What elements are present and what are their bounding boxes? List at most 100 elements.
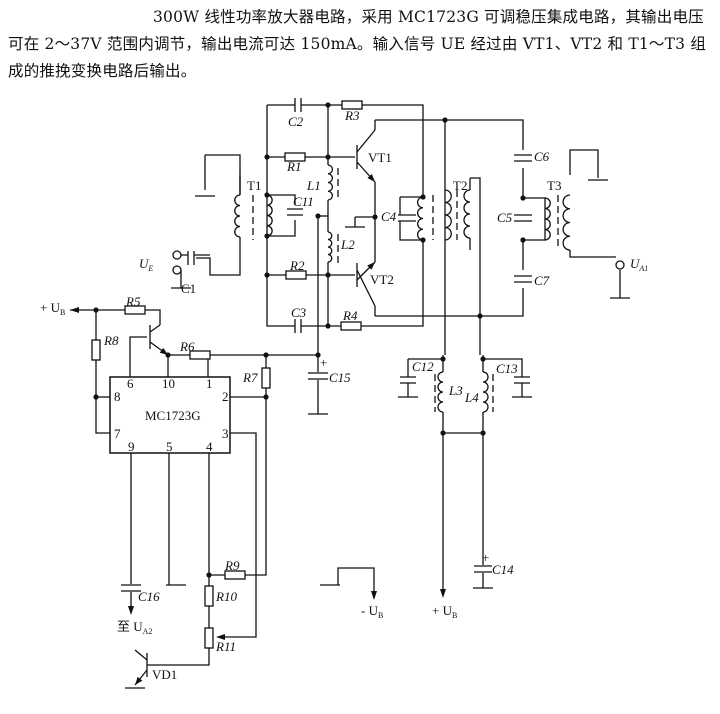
junction-dot: [325, 154, 331, 160]
junction-dot: [325, 323, 331, 329]
wire: [375, 288, 524, 317]
inductor-l3: [437, 371, 444, 413]
resistor-r9: [224, 570, 246, 580]
capacitor-c2: [295, 98, 301, 112]
label-l4: L4: [464, 390, 479, 405]
junction-dot: [440, 430, 446, 436]
wire: [483, 358, 523, 377]
label-c16: C16: [138, 589, 160, 604]
wire: [470, 177, 481, 316]
inductor-l2: [327, 231, 333, 263]
resistor-r10: [204, 585, 214, 607]
label-c4: C4: [381, 209, 397, 224]
label-c15: C15: [329, 370, 351, 385]
wire: [205, 154, 241, 195]
junction-dot: [315, 213, 321, 219]
arrow-plus-ub: [440, 589, 446, 598]
terminal: [172, 265, 182, 275]
resistor-r5: [124, 305, 146, 315]
ic-pin-6: 6: [127, 376, 134, 391]
label-ue: UE: [139, 256, 153, 273]
junction-dot: [442, 117, 448, 123]
label-minus-ub: - UB: [361, 603, 383, 620]
label-r2: R2: [289, 258, 305, 273]
inductor-c5-tank: [544, 197, 551, 241]
label-r10: R10: [215, 589, 237, 604]
ic-pin-2: 2: [222, 389, 229, 404]
wire: [220, 432, 257, 638]
transformer-t1-primary: [234, 194, 241, 238]
ic-mc1723g: [109, 376, 231, 454]
label-r4: R4: [342, 308, 358, 323]
ic-label: MC1723G: [145, 408, 201, 423]
transistor-vt1: [356, 129, 376, 153]
ic-pin-4: 4: [206, 439, 213, 454]
label-c3: C3: [291, 305, 307, 320]
label-c7: C7: [534, 273, 550, 288]
label-r11: R11: [215, 639, 236, 654]
label-c14: C14: [492, 562, 514, 577]
wire: [399, 197, 423, 241]
capacitor-c4: [398, 214, 416, 222]
label-plus-ub-bottom: + UB: [432, 603, 457, 620]
wire: [196, 237, 241, 276]
label-t1: T1: [247, 178, 261, 193]
label-l1: L1: [306, 178, 321, 193]
transformer-t2-primary-b: [444, 189, 452, 241]
capacitor-c13: [514, 377, 530, 383]
label-l3: L3: [448, 383, 463, 398]
transistor-vt2-emitter-arrow: [367, 262, 375, 270]
capacitor-c7: [514, 276, 532, 282]
junction-dot: [440, 356, 446, 362]
resistor-r11: [204, 627, 214, 649]
capacitor-c15: [308, 372, 328, 380]
capacitor-c16: [121, 584, 141, 592]
arrow-to-ua2: [128, 606, 134, 615]
label-c11: C11: [293, 194, 314, 209]
label-c6: C6: [534, 149, 550, 164]
transformer-t3-primary: [562, 194, 571, 251]
ic-pin-3: 3: [222, 426, 229, 441]
capacitor-c7: [514, 275, 532, 283]
wire: [129, 336, 147, 377]
junction-dot: [325, 272, 331, 278]
terminal: [172, 250, 182, 260]
junction-dot: [520, 237, 526, 243]
label-r1: R1: [286, 159, 301, 174]
label-vd1: VD1: [152, 667, 177, 682]
resistor-r3: [341, 100, 363, 110]
components: [70, 98, 630, 689]
label-l2: L2: [340, 237, 355, 252]
wire: [267, 194, 296, 205]
wire: [245, 388, 267, 576]
capacitor-c13: [514, 376, 530, 384]
resistor-r6: [189, 350, 211, 360]
junction-dot: [264, 154, 270, 160]
transistor-vd1: [134, 649, 148, 661]
capacitor-c15: [308, 373, 328, 379]
wire: [337, 567, 375, 598]
label-plus-ub-left: + UB: [40, 300, 65, 317]
ic-pin-9: 9: [128, 439, 135, 454]
arrow-plus-ub-left: [70, 307, 79, 313]
ic-pin-1: 1: [206, 376, 213, 391]
transformer-t2-primary: [417, 196, 424, 241]
transistor-vd1-emitter-arrow: [135, 676, 143, 685]
capacitor-c6: [514, 155, 532, 161]
r11-wiper-arrow: [216, 634, 225, 640]
capacitor-c3: [295, 319, 301, 333]
resistor-r8: [91, 339, 101, 361]
capacitor-c5: [514, 215, 532, 221]
ic-pin-8: 8: [114, 389, 121, 404]
capacitor-c4: [398, 215, 416, 221]
wire: [267, 220, 296, 237]
label-c14-plus: +: [482, 550, 489, 565]
junction-dot: [93, 394, 99, 400]
label-c13: C13: [496, 361, 518, 376]
transistor-pass-emitter-arrow: [159, 347, 168, 355]
junction-dot: [520, 195, 526, 201]
resistor-r7: [261, 367, 271, 389]
label-ua1: UA1: [630, 256, 648, 273]
label-c15-plus: +: [320, 355, 327, 370]
wire: [569, 250, 616, 258]
